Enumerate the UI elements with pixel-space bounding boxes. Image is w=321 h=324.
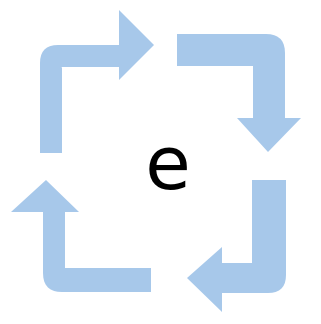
arrows-group	[11, 10, 301, 312]
bottom-left-arrow	[11, 180, 151, 292]
top-left-arrow	[40, 10, 154, 153]
bottom-right-arrow	[187, 180, 286, 312]
top-right-arrow	[177, 34, 301, 152]
center-label: e	[145, 121, 191, 207]
